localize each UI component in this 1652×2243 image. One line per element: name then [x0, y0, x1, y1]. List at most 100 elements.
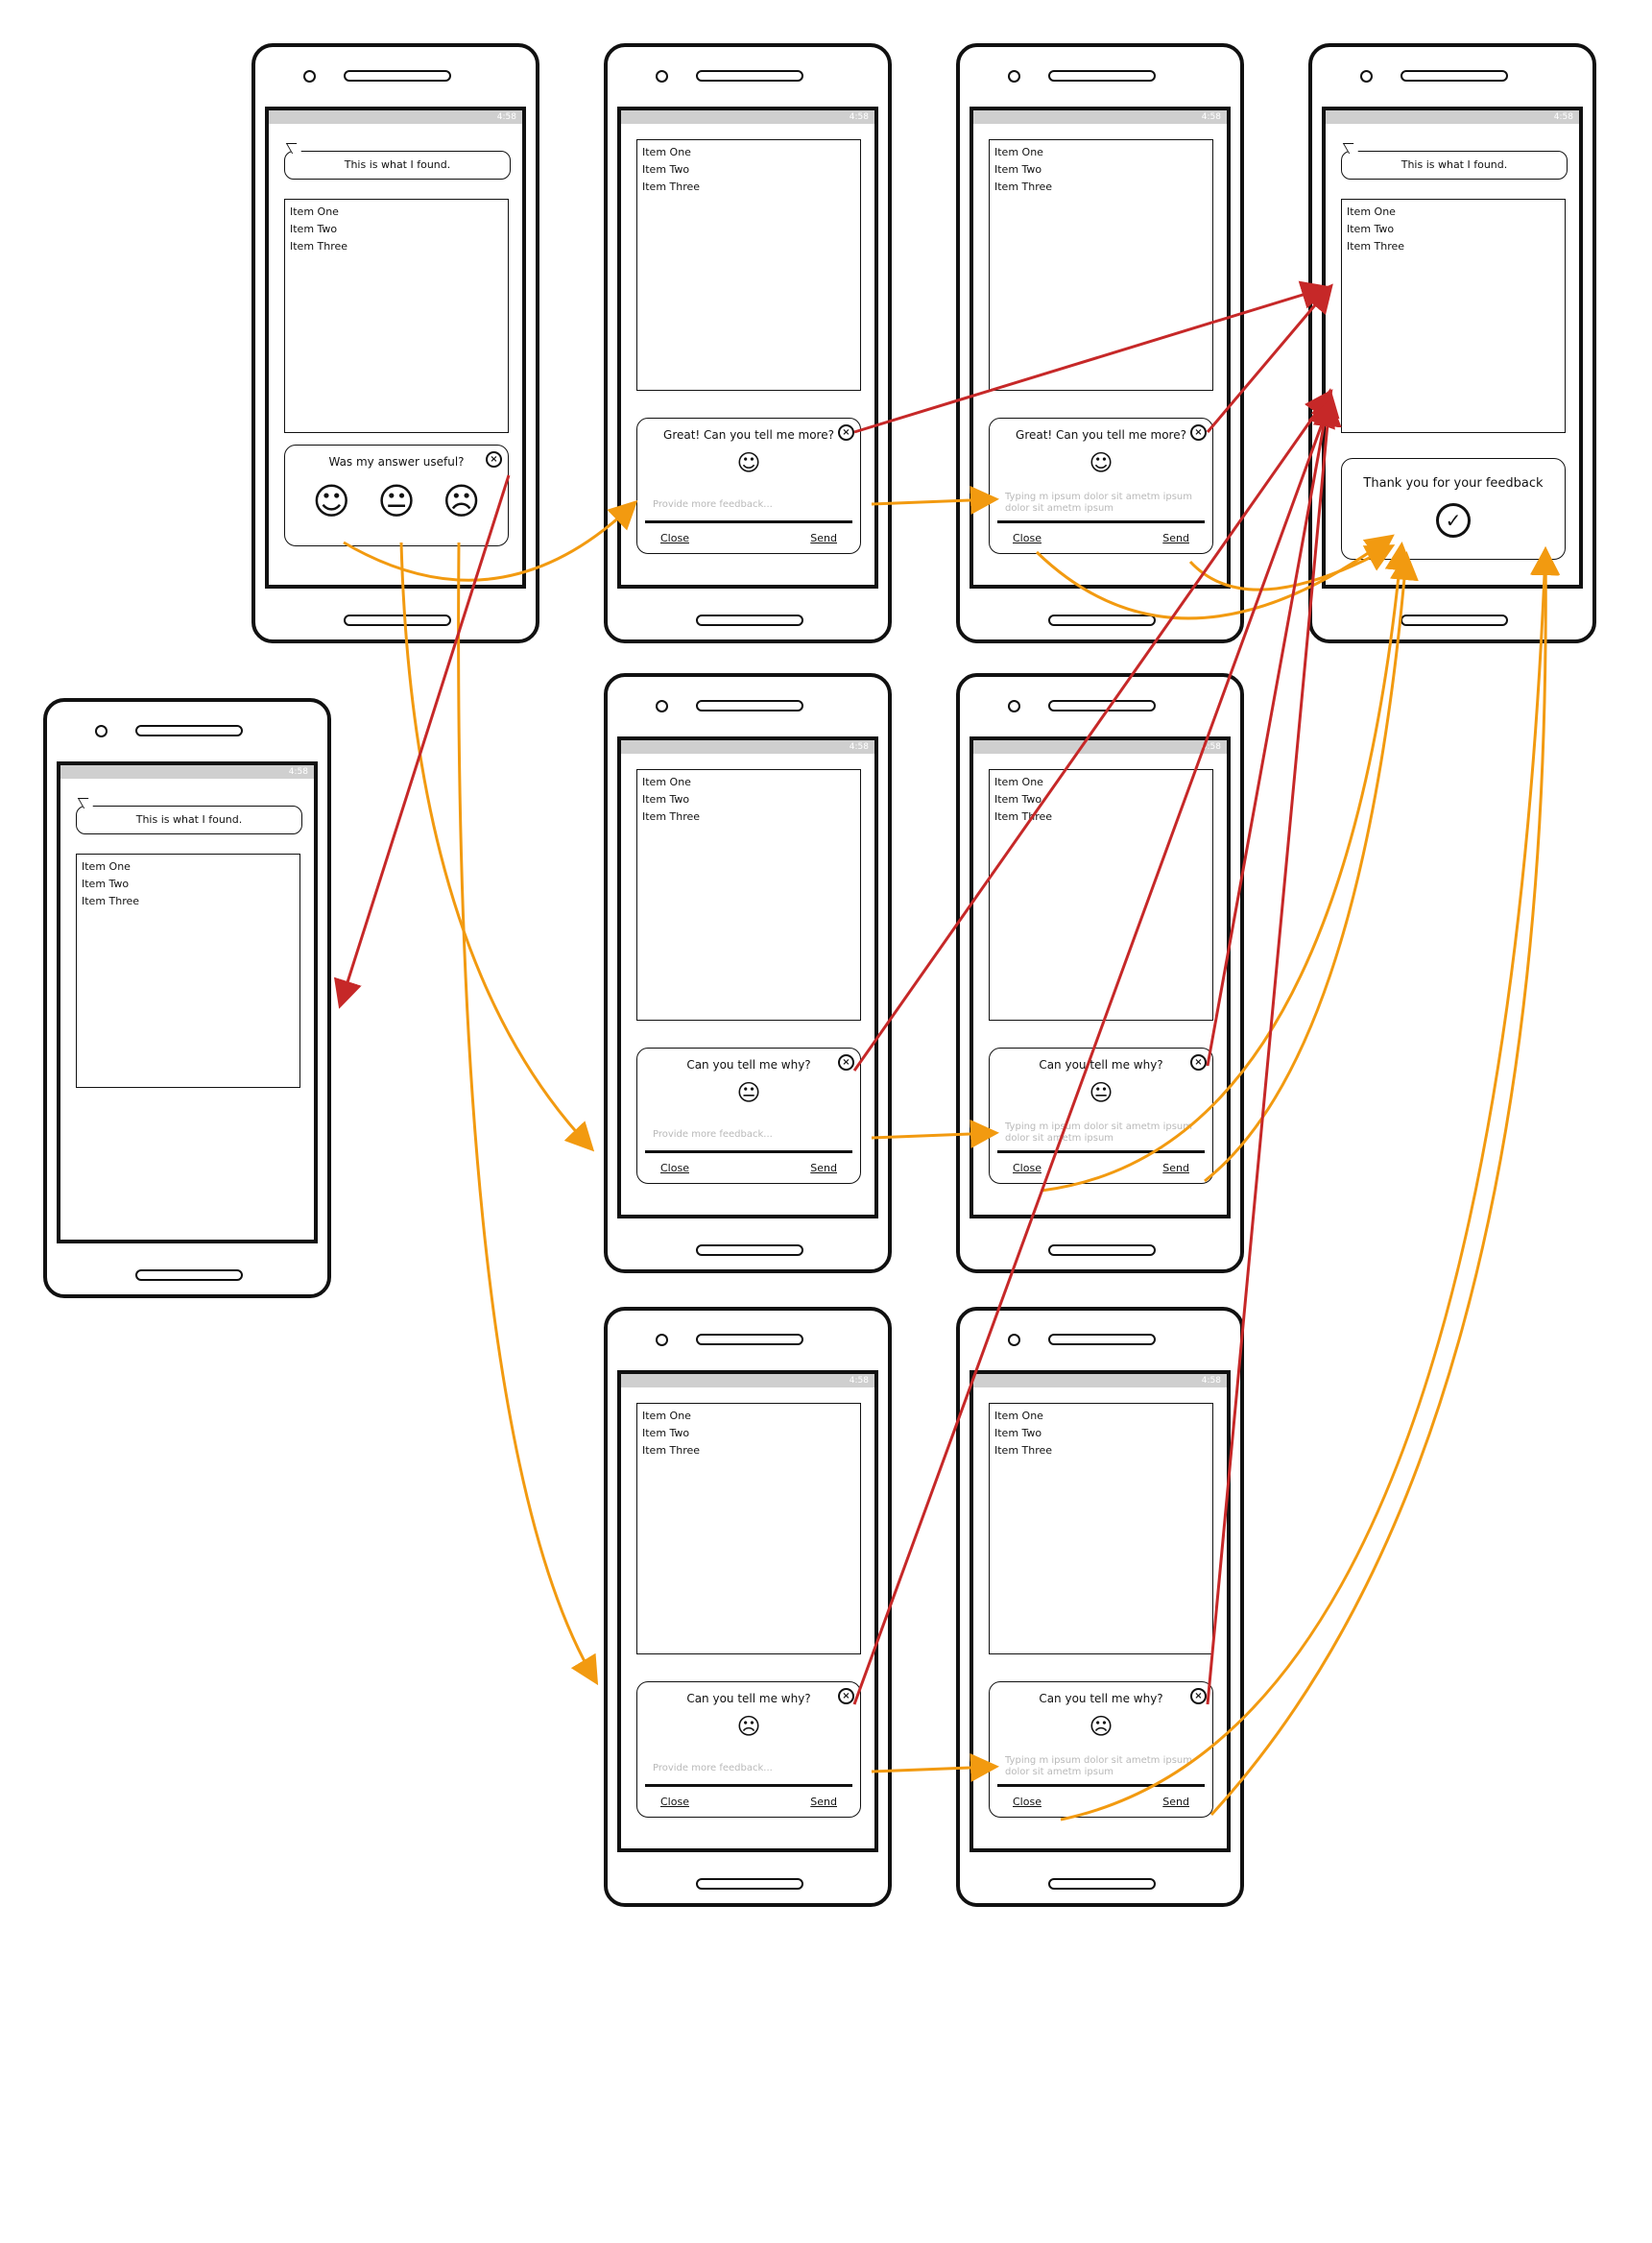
feedback-input[interactable]: Provide more feedback... — [653, 1129, 773, 1140]
list-item[interactable]: Item One — [994, 1410, 1043, 1422]
send-link[interactable]: Send — [1162, 1162, 1189, 1174]
list-item[interactable]: Item One — [642, 146, 691, 158]
list-item[interactable]: Item Two — [1347, 223, 1395, 235]
happy-face-icon: ☺ — [1089, 449, 1113, 476]
status-bar: 4:58 — [269, 110, 522, 124]
status-bar: 4:58 — [1326, 110, 1579, 124]
speaker-slot — [696, 1334, 803, 1345]
close-link[interactable]: Close — [1013, 1796, 1041, 1808]
close-link[interactable]: Close — [1013, 532, 1041, 544]
feedback-input[interactable]: Typing m ipsum dolor sit ametm ipsum dol… — [1005, 492, 1192, 514]
close-link[interactable]: Close — [660, 1796, 689, 1808]
home-button[interactable] — [696, 1244, 803, 1256]
list-item[interactable]: Item Two — [82, 878, 130, 890]
send-link[interactable]: Send — [810, 532, 837, 544]
sad-face-icon: ☹ — [736, 1713, 761, 1740]
usefulness-panel: Was my answer useful? × ☺ 😐 ☹ — [284, 445, 509, 546]
arrow-sad-to-why — [457, 542, 599, 1686]
home-button[interactable] — [696, 1878, 803, 1890]
feedback-input[interactable]: Typing m ipsum dolor sit ametm ipsum dol… — [1005, 1755, 1192, 1777]
home-button[interactable] — [1048, 1878, 1156, 1890]
close-icon[interactable]: × — [486, 451, 502, 468]
result-list: Item One Item Two Item Three — [76, 854, 300, 1088]
panel-title: Was my answer useful? — [328, 455, 465, 469]
phone-why-sad-empty: 4:58 Item One Item Two Item Three Can yo… — [604, 1307, 892, 1907]
panel-title: Great! Can you tell me more? — [1016, 428, 1186, 442]
list-item[interactable]: Item One — [82, 860, 131, 873]
camera-icon — [656, 1334, 668, 1346]
home-button[interactable] — [344, 615, 451, 626]
chat-bubble: This is what I found. — [76, 806, 302, 834]
close-link[interactable]: Close — [1013, 1162, 1041, 1174]
list-item[interactable]: Item Two — [290, 223, 338, 235]
list-item[interactable]: Item Two — [994, 163, 1042, 176]
list-item[interactable]: Item Three — [994, 181, 1053, 193]
home-button[interactable] — [696, 615, 803, 626]
list-item[interactable]: Item Three — [994, 1444, 1053, 1457]
close-icon[interactable]: × — [1190, 1054, 1207, 1071]
list-item[interactable]: Item Two — [994, 793, 1042, 806]
list-item[interactable]: Item One — [642, 1410, 691, 1422]
check-icon: ✓ — [1436, 503, 1471, 538]
neutral-face-icon: 😐 — [736, 1079, 761, 1106]
camera-icon — [1008, 70, 1020, 83]
close-link[interactable]: Close — [660, 532, 689, 544]
home-button[interactable] — [1048, 1244, 1156, 1256]
list-item[interactable]: Item One — [290, 205, 339, 218]
list-item[interactable]: Item Three — [290, 240, 348, 253]
panel-title: Can you tell me why? — [686, 1058, 811, 1072]
close-icon[interactable]: × — [838, 1054, 854, 1071]
list-item[interactable]: Item One — [1347, 205, 1396, 218]
result-list: Item One Item Two Item Three — [1341, 199, 1566, 433]
speaker-slot — [696, 70, 803, 82]
list-item[interactable]: Item One — [994, 146, 1043, 158]
input-underline — [997, 520, 1205, 523]
feedback-panel: Great! Can you tell me more? × ☺ Provide… — [636, 418, 861, 554]
list-item[interactable]: Item Two — [642, 793, 690, 806]
close-icon[interactable]: × — [1190, 1688, 1207, 1704]
screen: 4:58 Item One Item Two Item Three Can yo… — [970, 1370, 1231, 1852]
status-bar: 4:58 — [621, 740, 874, 754]
result-list: Item One Item Two Item Three — [989, 139, 1213, 391]
list-item[interactable]: Item Two — [994, 1427, 1042, 1439]
phone-why-neutral-empty: 4:58 Item One Item Two Item Three Can yo… — [604, 673, 892, 1273]
feedback-input[interactable]: Provide more feedback... — [653, 499, 773, 510]
result-list: Item One Item Two Item Three — [636, 1403, 861, 1654]
happy-face-icon[interactable]: ☺ — [312, 480, 351, 522]
list-item[interactable]: Item Two — [642, 1427, 690, 1439]
list-item[interactable]: Item Three — [1347, 240, 1405, 253]
close-icon[interactable]: × — [838, 1688, 854, 1704]
input-underline — [997, 1150, 1205, 1153]
panel-title: Great! Can you tell me more? — [663, 428, 834, 442]
camera-icon — [656, 70, 668, 83]
panel-title: Can you tell me why? — [1039, 1692, 1163, 1705]
list-item[interactable]: Item One — [642, 776, 691, 788]
list-item[interactable]: Item Two — [642, 163, 690, 176]
home-button[interactable] — [1048, 615, 1156, 626]
neutral-face-icon: 😐 — [1089, 1079, 1113, 1106]
neutral-face-icon[interactable]: 😐 — [377, 480, 416, 522]
home-button[interactable] — [135, 1269, 243, 1281]
sad-face-icon[interactable]: ☹ — [442, 480, 481, 522]
close-link[interactable]: Close — [660, 1162, 689, 1174]
phone-great-typed: 4:58 Item One Item Two Item Three Great!… — [956, 43, 1244, 643]
list-item[interactable]: Item Three — [642, 1444, 701, 1457]
phone-why-sad-typed: 4:58 Item One Item Two Item Three Can yo… — [956, 1307, 1244, 1907]
list-item[interactable]: Item Three — [82, 895, 140, 907]
list-item[interactable]: Item Three — [642, 181, 701, 193]
send-link[interactable]: Send — [810, 1796, 837, 1808]
phone-why-neutral-typed: 4:58 Item One Item Two Item Three Can yo… — [956, 673, 1244, 1273]
feedback-panel: Can you tell me why? × ☹ Provide more fe… — [636, 1681, 861, 1818]
send-link[interactable]: Send — [810, 1162, 837, 1174]
list-item[interactable]: Item One — [994, 776, 1043, 788]
feedback-input[interactable]: Provide more feedback... — [653, 1763, 773, 1773]
send-link[interactable]: Send — [1162, 1796, 1189, 1808]
close-icon[interactable]: × — [1190, 424, 1207, 441]
feedback-input[interactable]: Typing m ipsum dolor sit ametm ipsum dol… — [1005, 1122, 1192, 1144]
send-link[interactable]: Send — [1162, 532, 1189, 544]
close-icon[interactable]: × — [838, 424, 854, 441]
list-item[interactable]: Item Three — [994, 810, 1053, 823]
speaker-slot — [1048, 70, 1156, 82]
list-item[interactable]: Item Three — [642, 810, 701, 823]
home-button[interactable] — [1401, 615, 1508, 626]
